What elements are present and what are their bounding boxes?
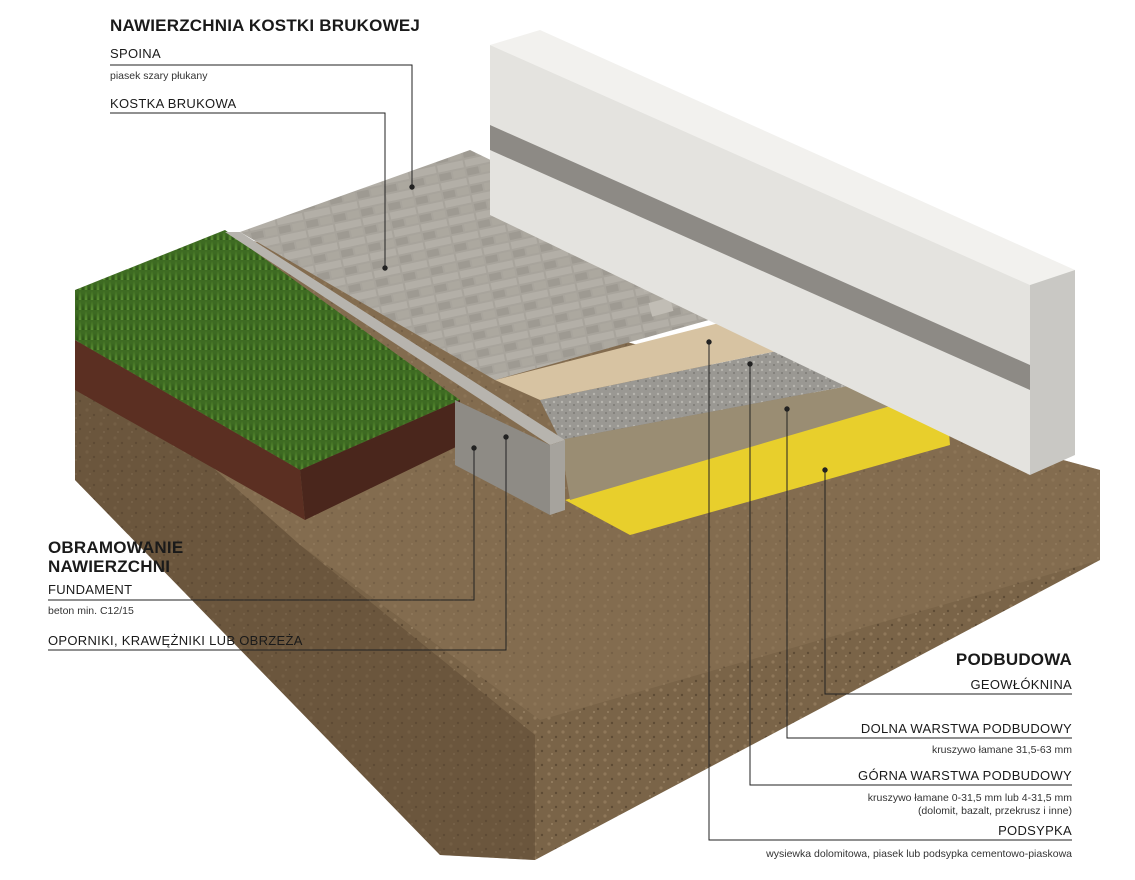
geotextile-leader (824, 470, 1072, 695)
concrete-wall (490, 30, 1075, 475)
bedding-leader (708, 342, 1072, 841)
bedding-sub: wysiewka dolomitowa, piasek lub podsypka… (766, 848, 1072, 860)
upper-base-leader (749, 364, 1072, 786)
joint-label: SPOINA (110, 46, 161, 61)
grass-block (75, 230, 460, 520)
upper-base-sub-line2: (dolomit, bazalt, przekrusz i inne) (917, 805, 1072, 817)
upper-base-label: GÓRNA WARSTWA PODBUDOWY (858, 768, 1072, 783)
lower-base-sub: kruszywo łamane 31,5-63 mm (931, 744, 1072, 756)
paver-leader (110, 112, 386, 268)
paver-label: KOSTKA BRUKOWA (110, 96, 237, 111)
base-heading: PODBUDOWA (955, 650, 1072, 669)
upper-base-sub-line1: kruszywo łamane 0-31,5 mm lub 4-31,5 mm (867, 792, 1072, 804)
joint-sub: piasek szary płukany (110, 70, 208, 82)
joint-leader (110, 64, 413, 187)
geotextile-layer (565, 385, 950, 535)
upper-base-layer (540, 340, 880, 440)
lower-base-layer (560, 380, 945, 500)
geotextile-label: GEOWŁÓKNINA (970, 677, 1072, 692)
foundation-sub: beton min. C12/15 (48, 605, 134, 617)
bedding-label: PODSYPKA (998, 823, 1072, 838)
curb (225, 232, 565, 515)
foundation-leader (48, 448, 475, 601)
leader-lines (48, 64, 1072, 841)
curb-leader (48, 437, 507, 651)
lower-base-leader (786, 409, 1072, 739)
foundation-label: FUNDAMENT (48, 582, 133, 597)
curbs-label: OPORNIKI, KRAWĘŻNIKI LUB OBRZEŻA (48, 633, 303, 648)
lower-base-label: DOLNA WARSTWA PODBUDOWY (860, 721, 1072, 736)
paving-heading: NAWIERZCHNIA KOSTKI BRUKOWEJ (110, 16, 421, 35)
edging-heading-line2: NAWIERZCHNI (48, 557, 171, 576)
edging-heading-line1: OBRAMOWANIE (48, 538, 184, 557)
